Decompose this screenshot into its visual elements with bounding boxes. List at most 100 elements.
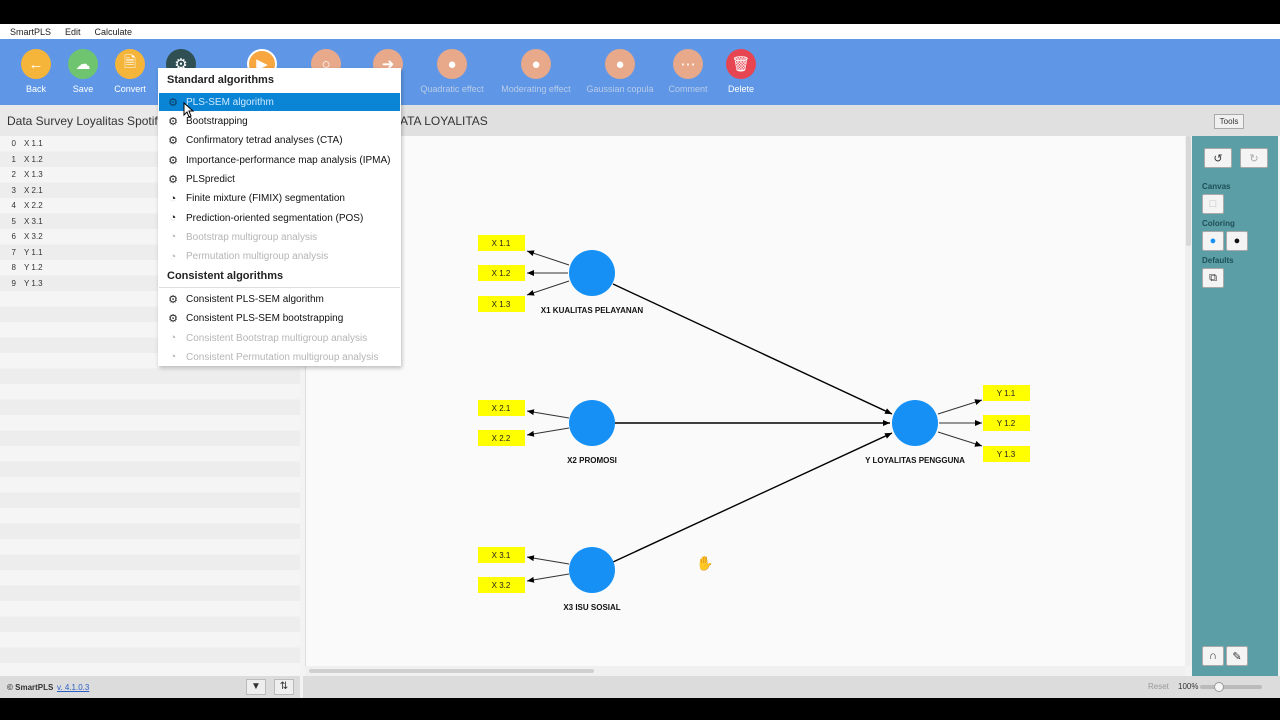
project-title: Data Survey Loyalitas Spotify [7, 114, 164, 128]
undo-icon[interactable]: ↺ [1204, 148, 1232, 168]
menu-item-pos[interactable]: ◔Prediction-oriented segmentation (POS) [159, 209, 400, 227]
menu-item-consistent-bootstrapping[interactable]: ⚙Consistent PLS-SEM bootstrapping [159, 310, 400, 328]
mouse-pointer-icon [183, 102, 195, 118]
model-canvas[interactable]: X 1.1 X 1.2 X 1.3 X 2.1 X 2.2 X 3.1 X 3.… [305, 136, 1185, 666]
indicator-x12[interactable]: X 1.2 [478, 265, 525, 281]
indicator-x11[interactable]: X 1.1 [478, 235, 525, 251]
loading-arrow [526, 409, 570, 419]
comment-button[interactable]: ⋯ Comment [653, 49, 723, 99]
zoom-slider[interactable] [1200, 682, 1262, 692]
construct-y-label: Y LOYALITAS PENGGUNA [865, 456, 965, 465]
canvas-section-label: Canvas [1202, 182, 1231, 191]
indicator-y12[interactable]: Y 1.2 [983, 415, 1030, 431]
gears-icon: ⚙ [168, 154, 178, 167]
sort-icon[interactable]: ⇅ [274, 679, 294, 695]
quadratic-effect-button[interactable]: ● Quadratic effect [417, 49, 487, 99]
vertical-scrollbar[interactable] [1185, 136, 1192, 666]
menu-calculate[interactable]: Calculate [94, 26, 133, 37]
construct-x1[interactable] [569, 250, 615, 296]
gaussian-copula-button[interactable]: ● Gaussian copula [585, 49, 655, 99]
defaults-copy-icon[interactable]: ⧉ [1202, 268, 1224, 288]
horizontal-scrollbar[interactable] [305, 666, 1185, 676]
menu-item-consistent-permutation-mga[interactable]: ◔Consistent Permutation multigroup analy… [159, 348, 400, 366]
pie-icon: ◔ [169, 332, 177, 344]
delete-button[interactable]: 🗑 Delete [706, 49, 776, 99]
canvas-grid-icon[interactable]: □ [1202, 194, 1224, 214]
construct-y[interactable] [892, 400, 938, 446]
menu-item-pls-sem-algorithm[interactable]: ⚙PLS-SEM algorithm [159, 93, 400, 111]
indicator-x32[interactable]: X 3.2 [478, 577, 525, 593]
path-x3-y[interactable] [612, 432, 893, 563]
menu-item-consistent-pls-sem[interactable]: ⚙Consistent PLS-SEM algorithm [159, 290, 400, 308]
loading-arrow [526, 280, 570, 296]
menu-edit[interactable]: Edit [65, 26, 81, 37]
svg-text:X 3.2: X 3.2 [492, 581, 511, 590]
color-drop-icon[interactable]: ● [1202, 231, 1224, 251]
construct-x3[interactable] [569, 547, 615, 593]
tools-button[interactable]: Tools [1214, 114, 1244, 129]
menu-item-bootstrapping[interactable]: ⚙Bootstrapping [159, 112, 400, 130]
convert-button[interactable]: 🗎 Convert [95, 49, 165, 99]
redo-icon[interactable]: ↻ [1240, 148, 1268, 168]
construct-x1-label: X1 KUALITAS PELAYANAN [541, 306, 644, 315]
zoom-slider-knob[interactable] [1214, 682, 1224, 692]
reset-zoom-button[interactable]: Reset [1148, 682, 1169, 691]
indicator-x31[interactable]: X 3.1 [478, 547, 525, 563]
svg-text:Y 1.1: Y 1.1 [997, 389, 1016, 398]
gear-icon: ⚙ [168, 96, 178, 109]
path-model-diagram: X 1.1 X 1.2 X 1.3 X 2.1 X 2.2 X 3.1 X 3.… [478, 235, 1030, 612]
scrollbar-thumb[interactable] [1186, 136, 1191, 246]
menu-item-ipma[interactable]: ⚙Importance-performance map analysis (IP… [159, 151, 400, 169]
menu-item-plspredict[interactable]: ⚙PLSpredict [159, 170, 400, 188]
gear-icon: ⚙ [168, 293, 178, 306]
magnet-icon[interactable]: ∩ [1202, 646, 1224, 666]
smartpls-window: SmartPLS Edit Calculate ← Back ☁ Save 🗎 … [0, 24, 1280, 698]
pen-icon[interactable]: ✎ [1226, 646, 1248, 666]
path-x1-y[interactable] [612, 283, 893, 415]
save-button[interactable]: ☁ Save [48, 49, 118, 99]
calculate-dropdown: Standard algorithms ⚙PLS-SEM algorithm ⚙… [158, 68, 401, 366]
hand-cursor-icon: ✋ [696, 555, 713, 571]
black-drop-icon[interactable]: ● [1226, 231, 1248, 251]
moderating-effect-button[interactable]: ● Moderating effect [501, 49, 571, 99]
loading-arrow [937, 431, 983, 447]
scrollbar-thumb[interactable] [309, 669, 594, 673]
construct-x2-label: X2 PROMOSI [567, 456, 617, 465]
construct-x2[interactable] [569, 400, 615, 446]
filter-icon[interactable]: ▼ [246, 679, 266, 695]
back-button[interactable]: ← Back [1, 49, 71, 99]
svg-text:X 1.2: X 1.2 [492, 269, 511, 278]
consistent-algorithms-header: Consistent algorithms [167, 270, 284, 282]
svg-text:X 1.3: X 1.3 [492, 300, 511, 309]
pie-icon: ◔ [169, 192, 177, 205]
loading-arrow [526, 250, 570, 266]
svg-text:Y 1.3: Y 1.3 [997, 450, 1016, 459]
trash-icon: 🗑 [726, 49, 756, 79]
menu-smartpls[interactable]: SmartPLS [10, 26, 52, 37]
menu-item-cta[interactable]: ⚙Confirmatory tetrad analyses (CTA) [159, 132, 400, 150]
brand-label: © SmartPLS [7, 683, 54, 692]
indicator-x21[interactable]: X 2.1 [478, 400, 525, 416]
menu-item-permutation-mga[interactable]: ◔Permutation multigroup analysis [159, 248, 400, 266]
loading-arrow [526, 573, 570, 583]
menu-item-fimix[interactable]: ◔Finite mixture (FIMIX) segmentation [159, 190, 400, 208]
indicator-x13[interactable]: X 1.3 [478, 296, 525, 312]
menu-divider [159, 287, 400, 288]
gears-icon: ⚙ [168, 115, 178, 128]
indicator-y13[interactable]: Y 1.3 [983, 446, 1030, 462]
version-link[interactable]: v. 4.1.0.3 [57, 683, 90, 692]
indicator-x22[interactable]: X 2.2 [478, 430, 525, 446]
menu-item-bootstrap-mga[interactable]: ◔Bootstrap multigroup analysis [159, 228, 400, 246]
menu-item-consistent-bootstrap-mga[interactable]: ◔Consistent Bootstrap multigroup analysi… [159, 329, 400, 347]
indicator-y11[interactable]: Y 1.1 [983, 385, 1030, 401]
